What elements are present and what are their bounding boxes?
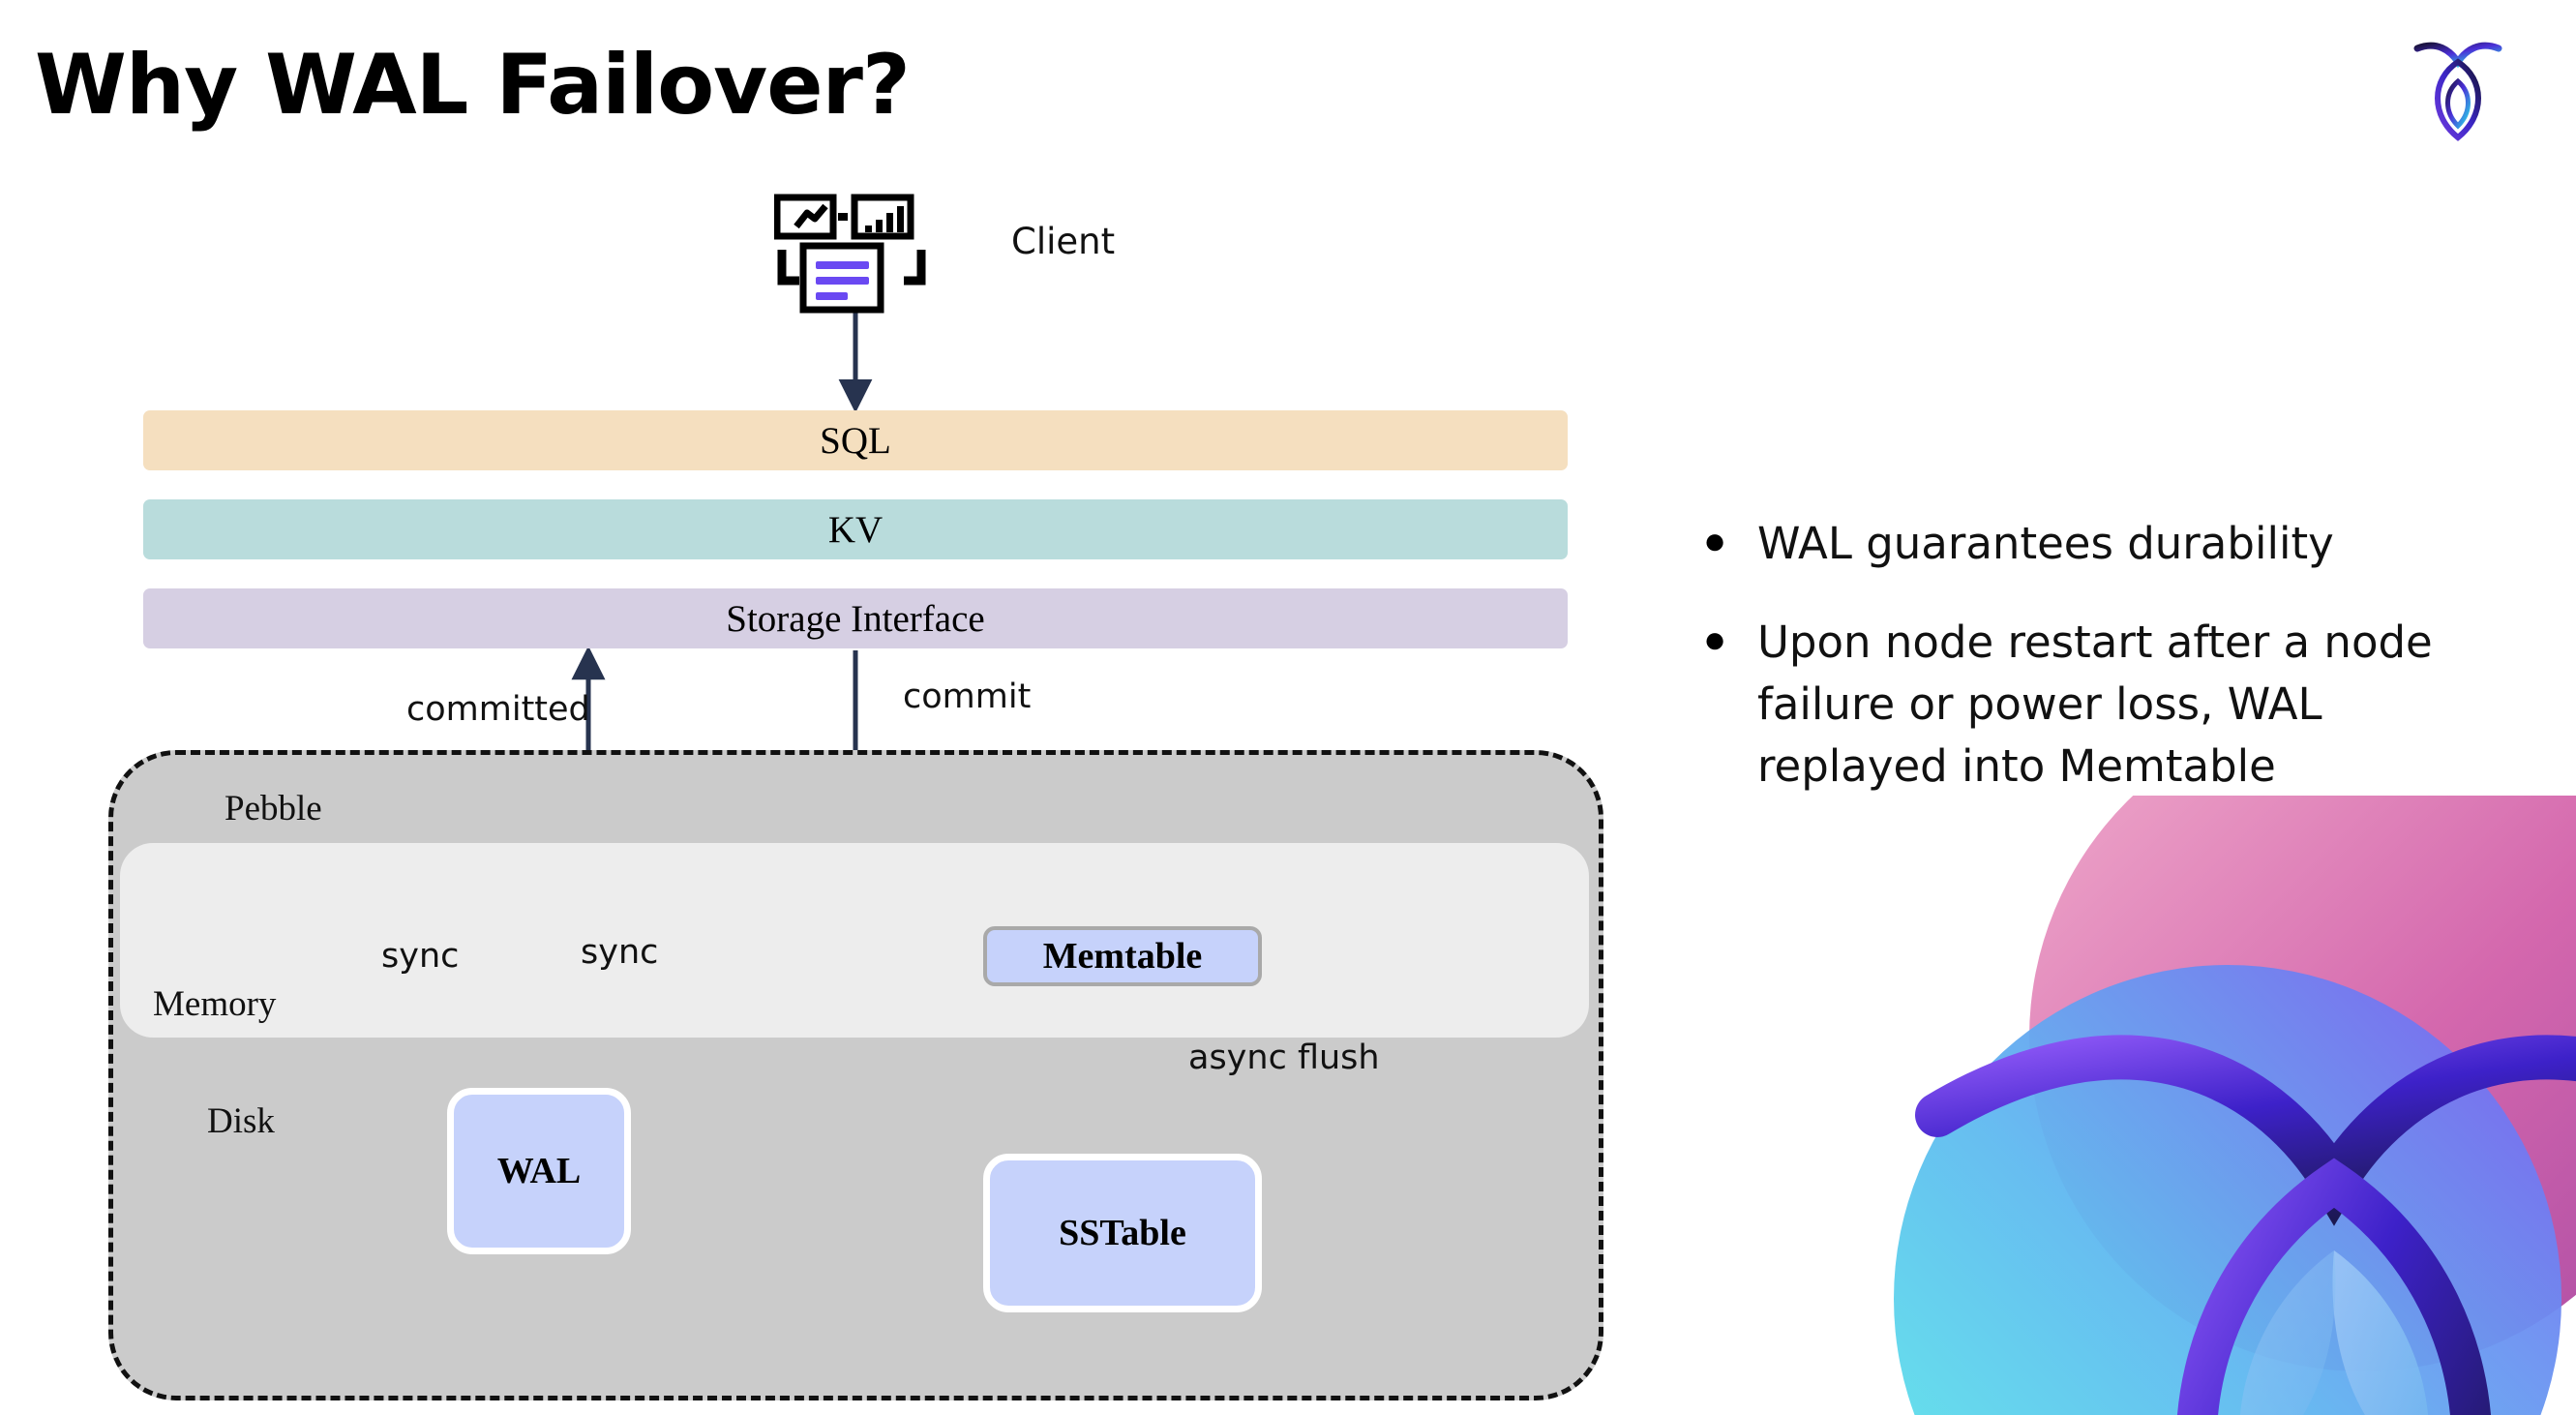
edge-label-committed: committed (406, 690, 590, 729)
node-wal: WAL (447, 1088, 631, 1254)
edge-label-commit: commit (903, 677, 1032, 716)
layer-label-kv: KV (827, 508, 884, 551)
bullet-list: ● WAL guarantees durability ● Upon node … (1703, 513, 2487, 834)
memory-label: Memory (153, 984, 277, 1024)
layer-bar-kv: KV (143, 499, 1568, 559)
disk-label: Disk (207, 1101, 275, 1141)
architecture-diagram: Client SQL KV Storage Interface Pebble M… (108, 194, 1603, 1400)
node-label-wal: WAL (496, 1151, 582, 1191)
cockroach-logo-icon (2413, 42, 2502, 141)
pebble-label: Pebble (225, 789, 322, 828)
bullet-text: Upon node restart after a node failure o… (1757, 617, 2433, 792)
page-title: Why WAL Failover? (35, 37, 911, 134)
node-memtable: Memtable (983, 926, 1262, 986)
layer-label-sql: SQL (820, 419, 891, 462)
decorative-logo-artwork (1894, 796, 2576, 1415)
node-label-sstable: SSTable (1059, 1213, 1186, 1253)
node-label-memtable: Memtable (1042, 936, 1203, 977)
bullet-marker-icon: ● (1703, 618, 1727, 661)
memory-region (120, 843, 1589, 1038)
client-label: Client (1011, 221, 1116, 262)
edge-label-sync-right: sync (581, 933, 659, 972)
layer-bar-storage-interface: Storage Interface (143, 588, 1568, 648)
bullet-marker-icon: ● (1703, 520, 1727, 562)
node-sstable: SSTable (983, 1154, 1262, 1312)
layer-bar-sql: SQL (143, 410, 1568, 470)
edge-label-async-flush: async flush (1188, 1039, 1380, 1077)
edge-label-sync-left: sync (381, 937, 460, 976)
client-dashboard-icon (774, 194, 926, 314)
list-item: ● WAL guarantees durability (1703, 513, 2487, 575)
list-item: ● Upon node restart after a node failure… (1703, 612, 2487, 798)
bullet-text: WAL guarantees durability (1757, 518, 2334, 569)
layer-label-storage-interface: Storage Interface (726, 597, 985, 640)
